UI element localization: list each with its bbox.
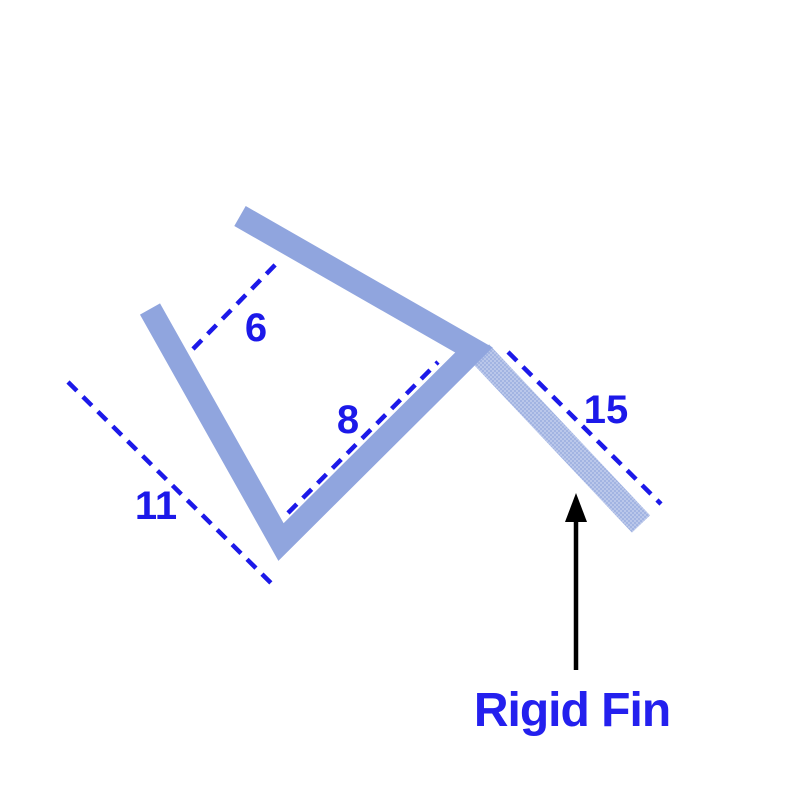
rigid-fin-label: Rigid Fin — [474, 684, 670, 737]
dimension-label-8: 8 — [337, 398, 359, 442]
dimension-label-6: 6 — [245, 306, 267, 350]
dimension-line-15 — [506, 350, 663, 506]
rigid-fin-polygon — [470, 344, 651, 533]
dimension-line-11 — [66, 380, 277, 589]
seal-profile-body — [139, 206, 493, 561]
up-arrow-icon — [565, 493, 587, 670]
rigid-fin-shape — [470, 344, 651, 533]
dimension-labels: 6 8 11 15 — [135, 306, 628, 528]
arrowhead — [565, 493, 587, 522]
dimension-label-11: 11 — [135, 484, 177, 528]
dimension-line-8 — [286, 360, 440, 515]
dimension-label-15: 15 — [584, 388, 629, 432]
dimension-lines — [66, 261, 663, 589]
